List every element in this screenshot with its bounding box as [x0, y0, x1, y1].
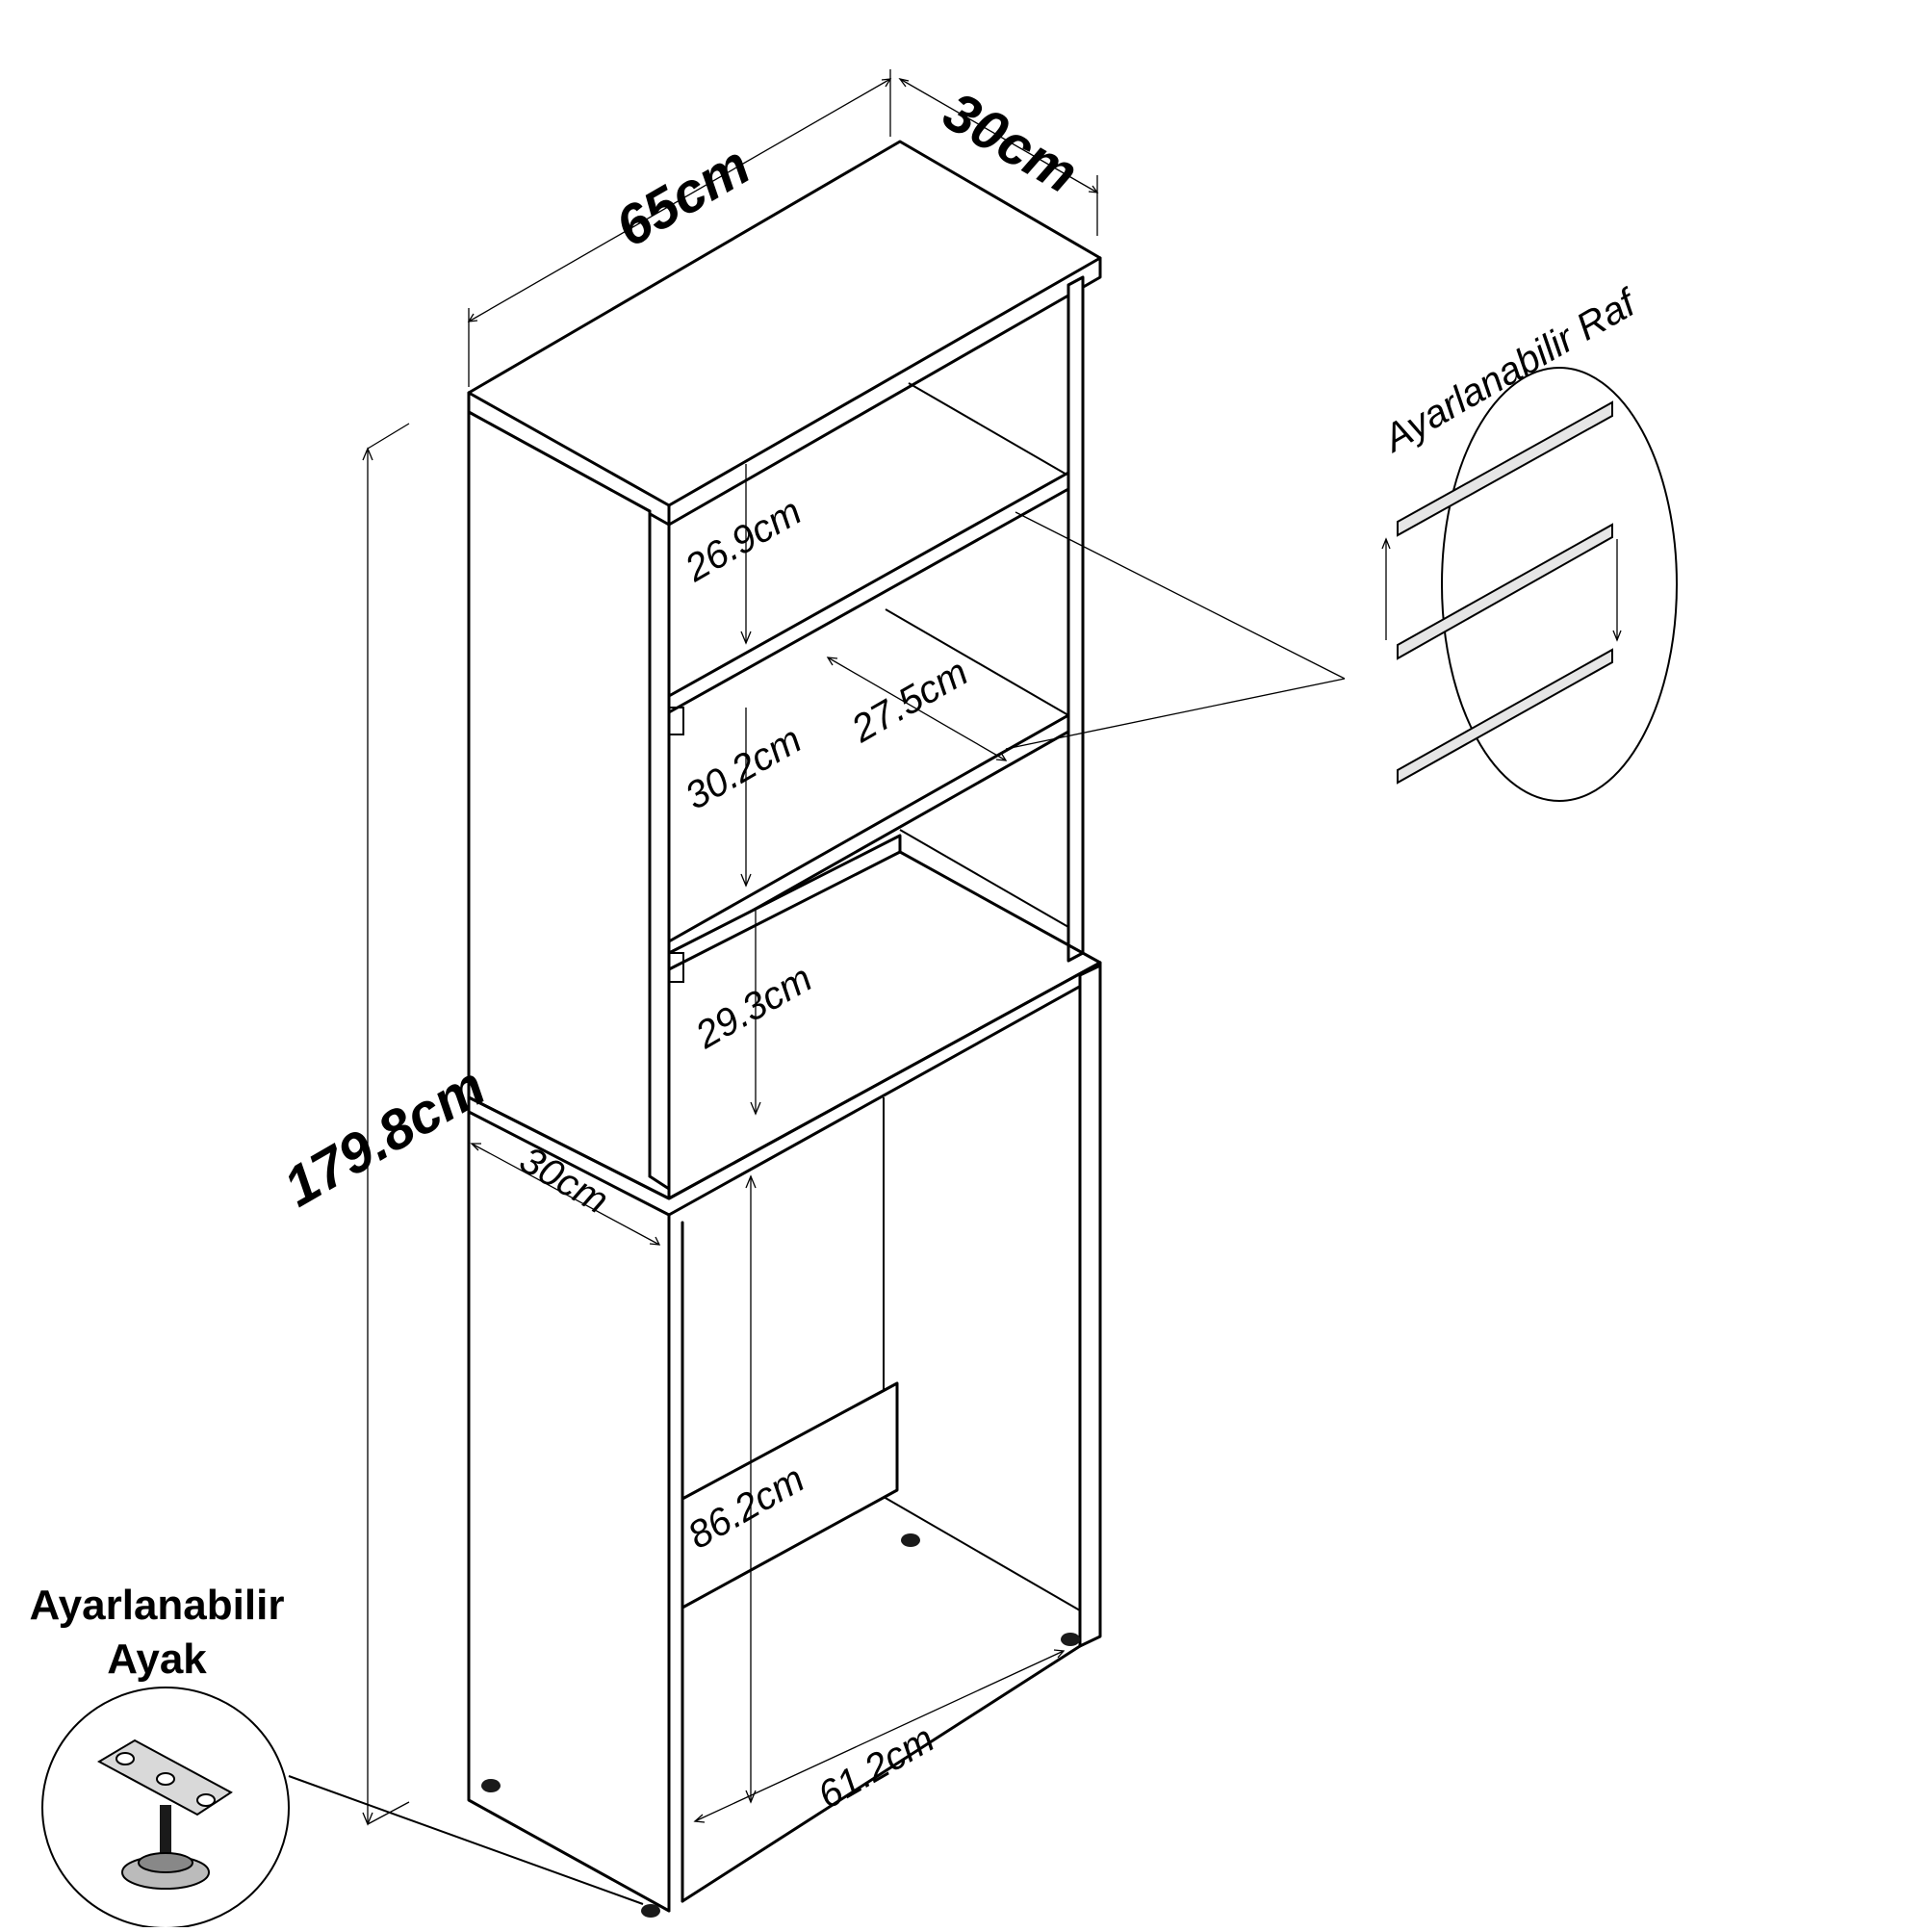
- foot-front-right: [641, 1904, 660, 1918]
- adjustable-foot-callout: [41, 1687, 644, 1929]
- adjustable-shelf-detail-circle: [1441, 367, 1678, 802]
- foot-back-left: [901, 1533, 920, 1547]
- foot-front-left: [481, 1779, 501, 1792]
- total-height-label: 179.8cm: [273, 1054, 496, 1219]
- dimension-lines: [362, 69, 1099, 1826]
- adjustable-foot-label-line1: Ayarlanabilir: [30, 1582, 285, 1629]
- foot-back-right: [1061, 1633, 1080, 1646]
- upper-right-side-panel: [1066, 275, 1085, 963]
- lower-right-side-panel: [1078, 964, 1102, 1648]
- adjustable-shelf-callout: [1005, 367, 1678, 802]
- shelf-depth-label: 27.5cm: [844, 651, 975, 751]
- cabinet-drawing: [467, 140, 1102, 1918]
- shelf-1: [667, 471, 1070, 714]
- shelf-3-height-label: 29.3cm: [688, 957, 819, 1057]
- inner-width-label: 61.2cm: [811, 1717, 942, 1817]
- adjustable-shelf-label: Ayarlanabilir Raf: [1375, 280, 1646, 461]
- adjustable-foot-label-line2: Ayak: [107, 1636, 207, 1683]
- shelf-3: [667, 834, 902, 971]
- shelf-2-height-label: 30.2cm: [679, 718, 809, 818]
